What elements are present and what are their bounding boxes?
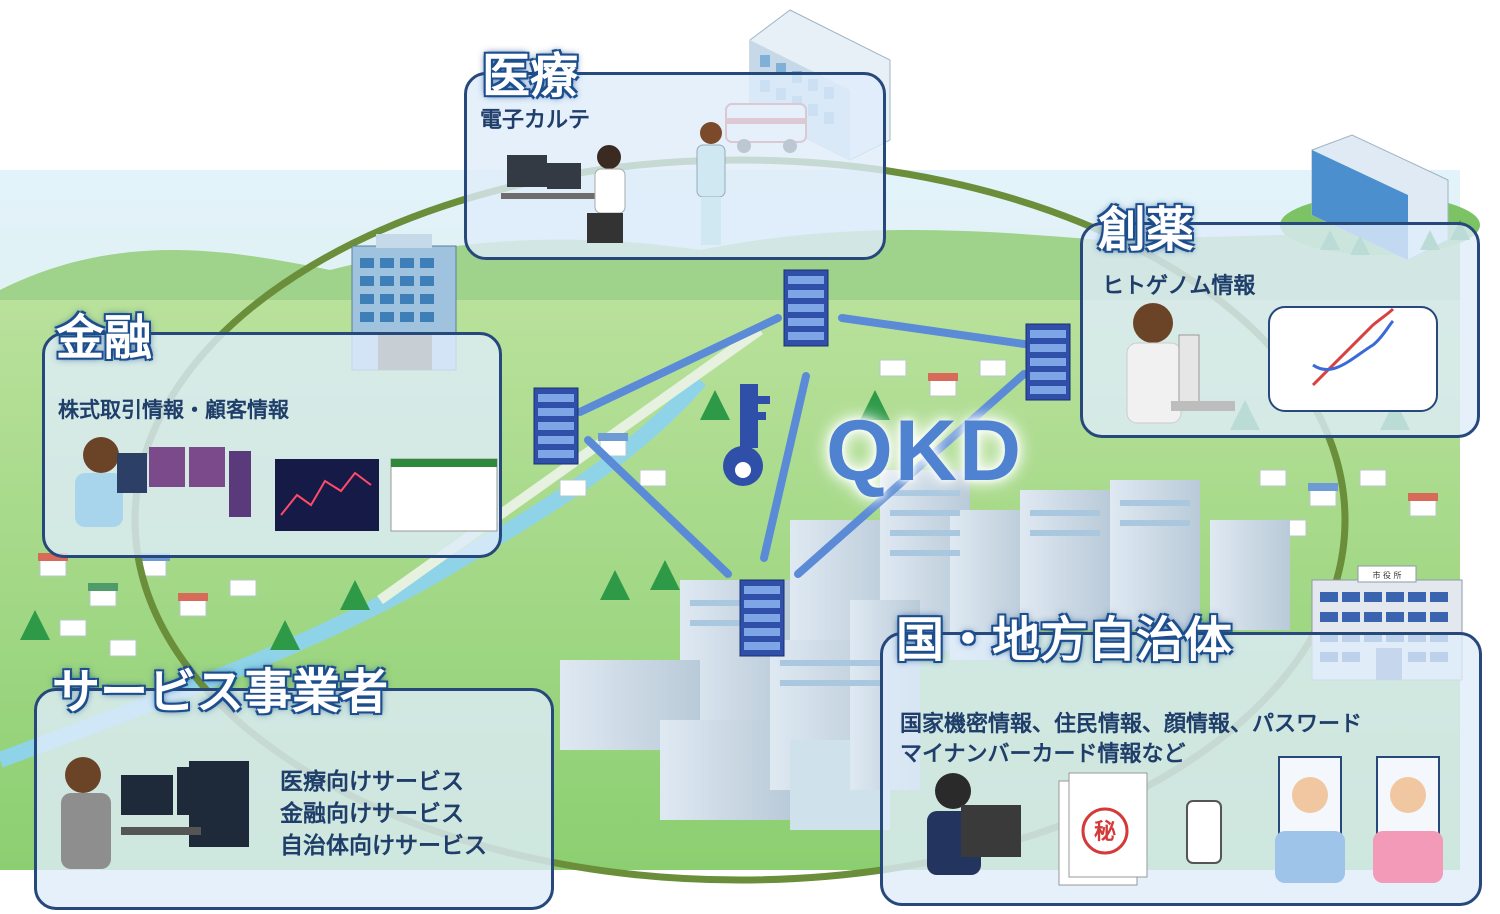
qkd-links [576, 314, 1028, 578]
key-icon [723, 384, 770, 486]
drug-illustration [1126, 303, 1438, 424]
service-title: サービス事業者 [52, 664, 389, 720]
panel-gov: 秘 [880, 632, 1482, 906]
gov-item-1: マイナンバーカード情報など [900, 742, 1186, 767]
medical-title: 医療 [482, 48, 579, 104]
link-drug-hub [794, 370, 1028, 578]
finance-illustration [75, 437, 498, 532]
finance-title: 金融 [56, 310, 153, 366]
city-hall-sign: 市 役 所 [1372, 570, 1401, 580]
server-medical [783, 269, 829, 347]
panel-medical [464, 72, 886, 260]
road [377, 325, 763, 605]
panel-service [34, 688, 554, 910]
drug-item-0: ヒトゲノム情報 [1102, 274, 1256, 299]
gov-title: 国・地方自治体 [896, 612, 1233, 668]
secret-stamp: 秘 [1094, 819, 1116, 845]
server-finance [533, 387, 579, 465]
city-buildings [560, 470, 1290, 830]
drug-title: 創薬 [1098, 202, 1195, 258]
panel-finance [42, 332, 502, 558]
link-finance-medical [576, 314, 782, 416]
link-finance-hub [584, 436, 732, 578]
link-medical-hub [760, 372, 810, 562]
qkd-label: QKD [826, 403, 1024, 499]
gov-illustration: 秘 [927, 756, 1443, 886]
finance-item-0: 株式取引情報・顧客情報 [58, 398, 289, 422]
service-item-2: 自治体向けサービス [280, 833, 487, 859]
server-drug [1025, 323, 1071, 401]
link-medical-drug [838, 314, 1028, 348]
medical-item-0: 電子カルテ [480, 108, 591, 133]
service-illustration [61, 757, 249, 869]
medical-illustration [501, 122, 726, 245]
gov-item-0: 国家機密情報、住民情報、顔情報、パスワード [900, 712, 1363, 737]
service-item-1: 金融向けサービス [280, 801, 464, 827]
server-hub [739, 579, 785, 657]
panel-drug [1080, 222, 1480, 438]
service-item-0: 医療向けサービス [280, 769, 464, 795]
